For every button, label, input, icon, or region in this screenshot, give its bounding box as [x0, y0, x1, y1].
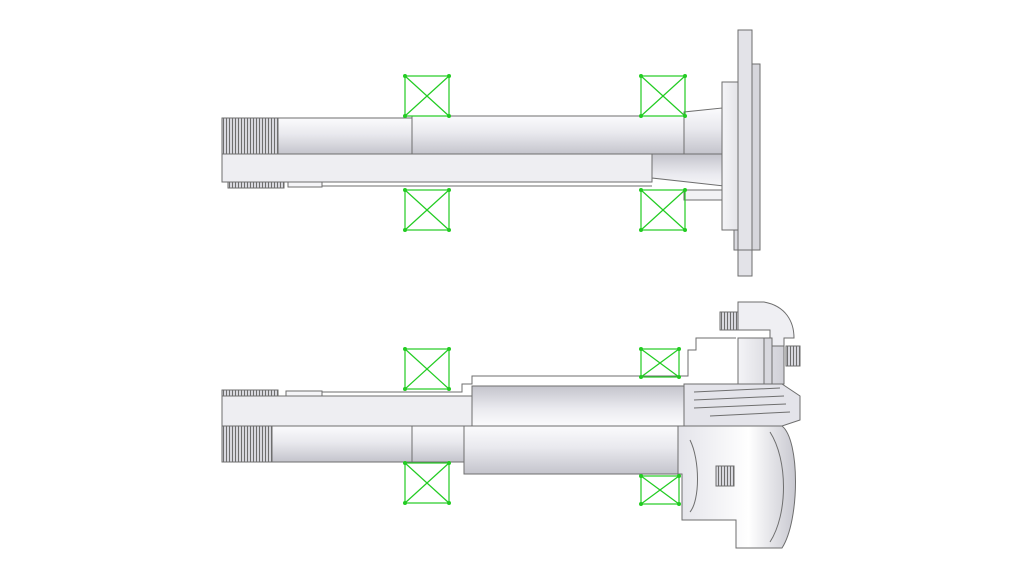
bearing-corner-dot: [683, 74, 687, 78]
bottom-housing-outline: [322, 337, 736, 393]
bearing-corner-dot: [403, 461, 407, 465]
bearing-corner-dot: [447, 188, 451, 192]
bearing-corner-dot: [447, 501, 451, 505]
top-flange-collar: [683, 189, 723, 201]
bottom-thread-upper: [221, 389, 279, 397]
bearing-corner-dots: [403, 74, 687, 506]
bottom-cap-post: [763, 337, 773, 385]
bottom-bore-upper: [221, 395, 473, 427]
top-flange-step: [751, 63, 761, 251]
top-shaft-lower: [221, 153, 653, 183]
top-thread-lower: [227, 181, 285, 189]
bearing-corner-dot: [677, 375, 681, 379]
bottom-thread-section: [221, 425, 273, 463]
bottom-cap-threadcol: [785, 345, 801, 367]
bearing-corner-dot: [639, 502, 643, 506]
bottom-bearing-1: [404, 348, 450, 390]
bearing-corner-dot: [639, 74, 643, 78]
bearing-corner-dot: [447, 74, 451, 78]
bearing-corner-dot: [683, 228, 687, 232]
bearing-corner-dot: [677, 347, 681, 351]
top-flange-rim: [737, 29, 753, 277]
top-bearing-1: [404, 75, 450, 117]
bearing-corner-dot: [639, 188, 643, 192]
bearing-corner-dot: [403, 188, 407, 192]
bearing-corner-dot: [447, 461, 451, 465]
bottom-bearing-2: [640, 348, 680, 378]
bearing-corner-dot: [403, 228, 407, 232]
bottom-cap-thread: [719, 311, 739, 331]
bottom-bore-mid: [471, 385, 685, 427]
bearing-corner-dot: [447, 228, 451, 232]
bottom-shaft-lower-3: [463, 425, 679, 475]
bottom-bearing-4: [640, 475, 680, 505]
bottom-shaft-lower-2: [411, 425, 465, 463]
bottom-collet: [683, 383, 801, 427]
bearing-corner-dot: [403, 347, 407, 351]
top-bearing-4: [640, 189, 686, 231]
top-flange-lower-lip: [737, 249, 753, 277]
bearing-corner-dot: [639, 114, 643, 118]
bearing-corner-dot: [677, 502, 681, 506]
top-bearing-2: [640, 75, 686, 117]
bearing-corner-dot: [447, 387, 451, 391]
bottom-set-screw: [715, 465, 735, 487]
top-shaft-upper-mid: [411, 115, 685, 155]
bearing-corner-dot: [683, 188, 687, 192]
bearing-corner-dot: [403, 501, 407, 505]
bottom-shaft-lower-1: [271, 425, 413, 463]
bearing-corner-dot: [403, 387, 407, 391]
top-taper-upper: [683, 107, 723, 155]
top-spindle-view: [221, 29, 761, 277]
bearing-corner-dot: [447, 347, 451, 351]
top-thread-section: [221, 117, 279, 155]
bearing-corner-dot: [403, 114, 407, 118]
top-keyway: [287, 181, 323, 188]
bearing-corner-dot: [683, 114, 687, 118]
bearing-corner-dot: [403, 74, 407, 78]
bottom-spindle-view: [221, 301, 801, 549]
bearing-corner-dot: [639, 347, 643, 351]
bottom-keyway: [285, 390, 323, 397]
bearing-corner-dot: [639, 375, 643, 379]
bearing-corner-dot: [639, 474, 643, 478]
top-shaft-upper: [277, 117, 413, 155]
top-bearing-3: [404, 189, 450, 231]
bottom-nose: [677, 425, 796, 549]
bottom-bearing-3: [404, 462, 450, 504]
bearing-corner-dot: [639, 228, 643, 232]
bearing-corner-dot: [447, 114, 451, 118]
bearing-corner-dot: [677, 474, 681, 478]
